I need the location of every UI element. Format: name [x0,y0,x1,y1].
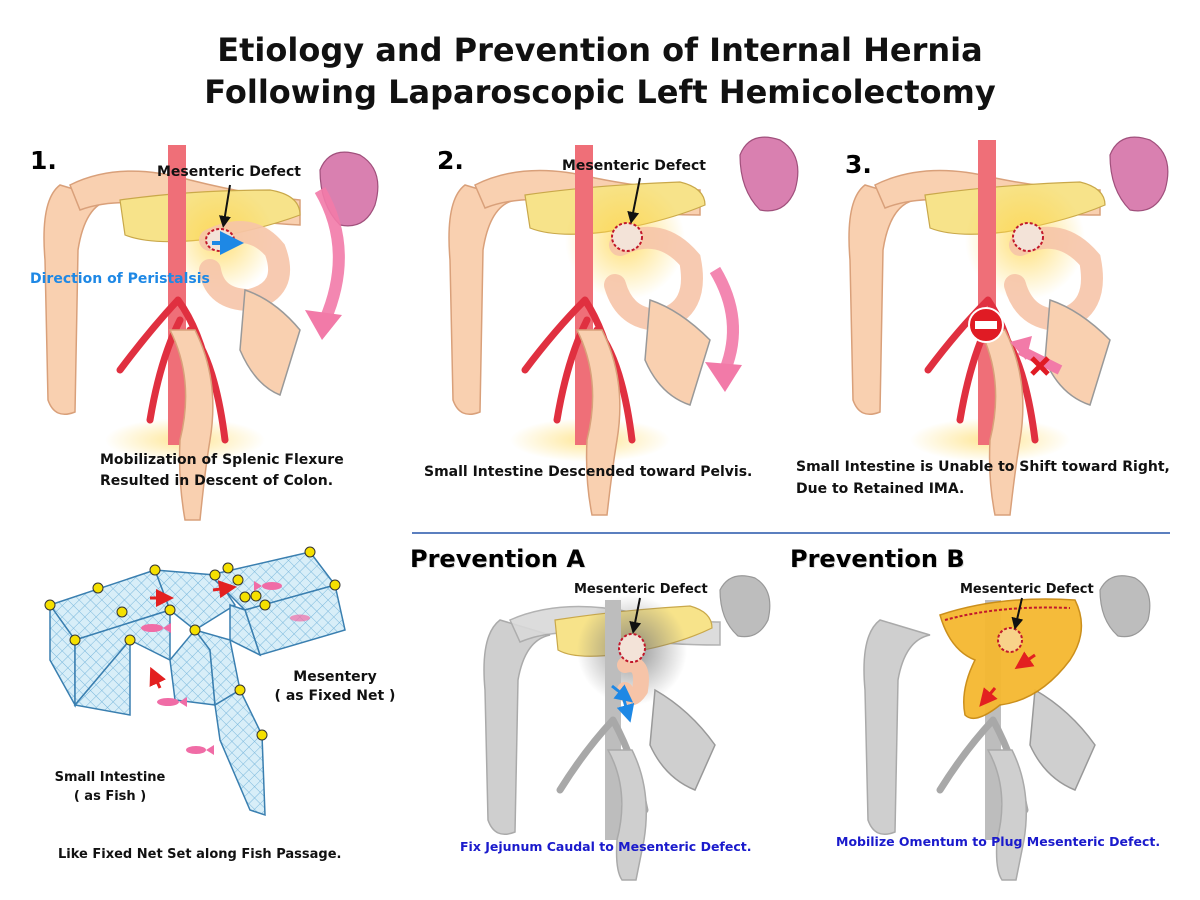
net-panel [229,603,262,657]
panel-1-defect-label: Mesenteric Defect [157,164,301,180]
ascending-colon [43,184,111,415]
ascending-colon [863,619,931,835]
descending-colon [1044,298,1111,406]
fish-direction-arrows [149,580,237,689]
blocked-shift-arrowhead [1010,336,1032,360]
defect-pointer-arrow [627,177,641,224]
prevention-a-title: Prevention A [410,545,585,573]
prevention-b-caption: Mobilize Omentum to Plug Mesenteric Defe… [836,834,1161,849]
prevention-b-title: Prevention B [790,545,965,573]
panel-2-number: 2. [437,146,464,175]
defect-pointer-arrow [629,597,642,634]
panel-2-caption: Small Intestine Descended toward Pelvis. [424,464,753,480]
spleen [739,136,799,212]
prevention-a-caption: Fix Jejunum Caudal to Mesenteric Defect. [460,839,752,854]
net-panel [214,688,266,817]
omentum-flap [939,598,1083,720]
panel-1-number: 1. [30,146,57,175]
aorta [575,145,593,445]
panel-2-defect-label: Mesenteric Defect [562,158,706,174]
title-line-1: Etiology and Prevention of Internal Hern… [217,31,983,69]
defect-pointer-arrow [1011,597,1024,630]
prevention-b-defect-label: Mesenteric Defect [960,582,1094,597]
panel-1-anatomy [43,145,379,521]
prevention-a-defect-label: Mesenteric Defect [574,582,708,597]
panel-1-caption-line-2: Resulted in Descent of Colon. [100,473,334,489]
net-panel [73,637,131,716]
mesenteric-defect [611,222,643,252]
descending-colon [239,288,301,396]
analogy-caption: Like Fixed Net Set along Fish Passage. [58,847,342,862]
small-intestine-loop [604,226,703,332]
panel-3-anatomy [848,136,1169,516]
panel-1-caption-line-1: Mobilization of Splenic Flexure [100,452,344,468]
no-entry-icon [968,307,1004,343]
omentum-edge [944,606,1071,621]
rectum [575,329,621,516]
descent-arrowhead [305,310,342,340]
panel-3-caption-line-1: Small Intestine is Unable to Shift towar… [796,459,1170,475]
aorta [978,140,996,445]
ascending-colon [448,184,516,415]
spleen [1109,136,1169,212]
rectum [606,749,648,881]
ascending-colon [483,619,551,835]
spleen [719,575,771,638]
title-line-2: Following Laparoscopic Left Hemicolectom… [204,73,996,111]
small-intestine-loop [1004,226,1103,332]
fish-icon [141,581,310,755]
small-intestine-loop [199,221,290,312]
prevention-a-anatomy [483,575,771,881]
mesenteric-defect [997,627,1023,653]
intestine-sub-label: ( as Fish ) [73,789,147,804]
ascending-colon [848,184,916,415]
plug-arrow-icon [979,687,998,707]
plug-arrow-icon [1014,651,1036,670]
rectum [978,329,1024,516]
panel-3-number: 3. [845,150,872,179]
peristalsis-label: Direction of Peristalsis [30,271,210,287]
prevention-b-anatomy [863,575,1151,881]
descending-colon [644,298,711,406]
net-panel [74,608,171,708]
rectum [168,329,214,521]
descending-colon [1029,688,1096,791]
descent-arrow-icon [314,186,345,323]
mesenteric-defect [618,633,646,663]
descent-arrowhead [705,362,742,392]
descent-arrow-icon [709,266,739,373]
defect-pointer-arrow [219,184,231,228]
mesentery-sub-label: ( as Fixed Net ) [274,688,396,704]
mesentery-label: Mesentery [293,669,377,685]
intestine-label: Small Intestine [54,770,166,785]
blocked-cross-icon [1030,356,1050,376]
mesenteric-defect [1012,222,1044,252]
panel-2-anatomy [448,136,799,516]
mesenteric-defect [205,228,235,252]
panel-3-caption-line-2: Due to Retained IMA. [796,481,965,497]
descending-colon [649,688,716,791]
aorta [168,145,186,445]
spleen [1099,575,1151,638]
net-nodes [44,546,341,741]
fixed-net-analogy [44,546,346,817]
section-divider [412,532,1170,534]
fixation-arrow-icon [616,699,635,723]
fixation-arrow-icon [611,684,634,703]
rectum [986,749,1028,881]
